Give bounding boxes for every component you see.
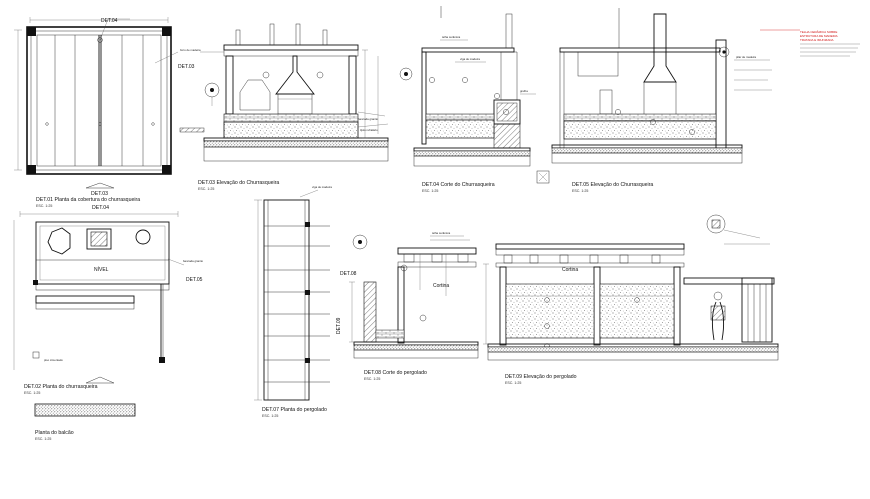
det03-plan-callout: DET.03	[91, 191, 108, 197]
det02-scale: ESC. 1:25	[24, 391, 40, 395]
bancada-det03-note: bancada granito	[358, 117, 379, 121]
pergola-viga-note: viga de madeira	[312, 185, 332, 189]
det08-scale: ESC. 1:25	[364, 377, 380, 381]
det07-title: DET.07 Planta do pergolado	[262, 407, 327, 413]
grelha-note: grelha	[520, 89, 528, 93]
telha-note: telha cerâmica	[442, 35, 461, 39]
det03-title: DET.03 Elevação do Churrasqueira	[198, 180, 279, 186]
det02-title: DET.02 Planta do churrasqueira	[24, 384, 98, 390]
det03-elevation: bancada granito tijolo refratário forro …	[179, 23, 389, 191]
det05-elevation: pilar de madeira TELHA CERÂMICA SOBRE ES…	[551, 8, 860, 193]
det09-plan-callout: DET.09	[336, 317, 342, 334]
red-note-1: TELHA CERÂMICA SOBRE	[800, 29, 837, 34]
det03-scale: ESC. 1:25	[198, 187, 214, 191]
det04-section: telha cerâmica viga de madeira grelha DE…	[399, 6, 550, 193]
det04-top-callout: DET.04	[101, 18, 118, 24]
det09-title: DET.09 Elevação do pergolado	[505, 374, 577, 380]
nivel-label: NÍVEL	[94, 266, 109, 273]
det08-telha-note: telha cerâmica	[432, 231, 451, 235]
det07-pergola-plan: viga de madeira DET.08 DET.09 DET.07 Pla…	[254, 185, 357, 418]
det04-plan-callout: DET.04	[92, 205, 109, 211]
balcao-scale: ESC. 1:25	[35, 437, 51, 441]
red-note-2: ESTRUTURA DE MADEIRA	[800, 34, 838, 38]
pilar-note: pilar de madeira	[736, 55, 756, 59]
det08-cortina-label: Cortina	[433, 283, 449, 289]
balcao-title: Planta do balcão	[35, 430, 74, 436]
red-note-3: TRATADA E IMUNIZADA	[800, 38, 834, 42]
det01-title: DET.01 Planta da cobertura do churrasque…	[36, 197, 140, 203]
det09-scale: ESC. 1:25	[505, 381, 521, 385]
det08-pergola-section: telha cerâmica DET.08 Corte do pergolado…	[349, 231, 479, 381]
balcao-plan: Planta do balcão ESC. 1:25	[34, 403, 136, 441]
piso-note: piso cimentado	[44, 358, 63, 362]
forro-note: forro de madeira	[180, 48, 201, 52]
viga-note: viga de madeira	[460, 57, 480, 61]
det05-scale: ESC. 1:25	[572, 189, 588, 193]
tijolo-note: tijolo refratário	[360, 128, 378, 132]
det02-grill-plan: DET.04 NÍVEL bancada granito DET.05 piso…	[13, 205, 204, 395]
det03-side-callout: DET.03	[178, 64, 195, 70]
det05-title: DET.05 Elevação do Churrasqueira	[572, 182, 653, 188]
det08-title: DET.08 Corte do pergolado	[364, 370, 427, 376]
det04-scale: ESC. 1:25	[422, 189, 438, 193]
det01-scale: ESC. 1:25	[36, 204, 52, 208]
bancada-note: bancada granito	[183, 259, 204, 263]
det04-title: DET.04 Corte do Churrasqueira	[422, 182, 495, 188]
cortina-label: Cortina	[562, 267, 578, 273]
det07-scale: ESC. 1:25	[262, 414, 278, 418]
det09-pergola-elevation: Cortina Cortina DET.09 Elevação do pergo…	[433, 214, 779, 385]
det01-roof-plan: DET.04 DET.03 DET.01 Planta da cobertura…	[14, 17, 195, 208]
det08-plan-callout: DET.08	[340, 271, 357, 277]
det05-plan-callout: DET.05	[186, 277, 203, 283]
